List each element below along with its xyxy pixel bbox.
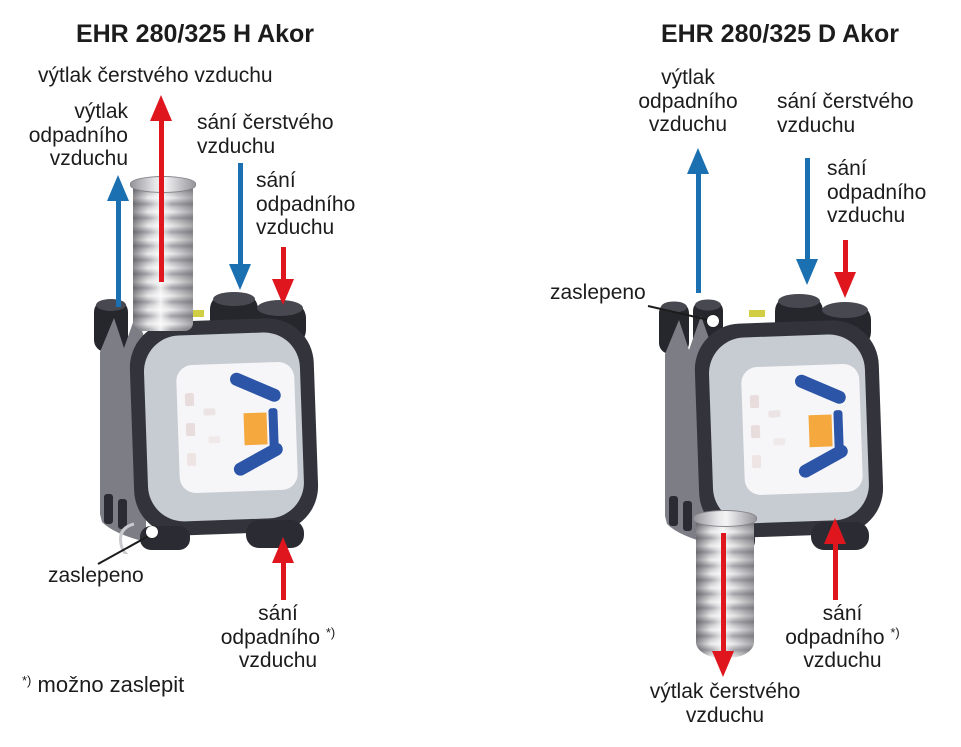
- unit-h-title: EHR 280/325 H Akor: [75, 20, 315, 48]
- arrow-shaft: [237, 163, 243, 268]
- fresh-air-intake-arrow-h: [229, 163, 251, 290]
- label-line: vzduchu: [803, 649, 882, 673]
- footnote-mark: *): [22, 673, 32, 688]
- label-waste-air-discharge-d: výtlak odpadního vzduchu: [623, 66, 753, 137]
- side-slot: [669, 496, 678, 526]
- label-line: výtlak: [74, 100, 128, 123]
- arrow-shaft: [115, 197, 121, 307]
- label-line: odpadního: [827, 180, 927, 204]
- orange-sticker: [808, 414, 833, 448]
- arrowhead: [834, 272, 856, 298]
- label-waste-air-intake-h: sání odpadního vzduchu: [256, 169, 355, 240]
- wire-clip: [119, 522, 135, 554]
- unit-body: [694, 320, 884, 538]
- label-fresh-air-intake-d: sání čerstvého vzduchu: [777, 90, 914, 137]
- arrowhead: [796, 259, 818, 285]
- unit-body: [129, 318, 319, 536]
- arrowhead: [150, 95, 172, 121]
- waste-air-discharge-arrow-h: [107, 175, 129, 307]
- arrow-shaft: [832, 540, 838, 600]
- arrow-shaft: [280, 559, 286, 600]
- label-line: výtlak: [661, 66, 715, 89]
- arrow-shaft: [720, 533, 726, 655]
- label-line: vzduchu: [685, 703, 765, 727]
- label-line: sání čerstvého: [197, 111, 334, 134]
- yellow-strip: [749, 310, 765, 317]
- arrowhead: [712, 651, 734, 677]
- footnote-mark: *): [325, 624, 336, 640]
- orange-sticker: [243, 412, 268, 446]
- pipe-collar: [693, 510, 757, 527]
- arrow-shaft: [695, 170, 701, 293]
- side-slot: [683, 501, 692, 531]
- unit-d-title: EHR 280/325 D Akor: [660, 20, 900, 48]
- blue-bar-mid: [268, 408, 279, 449]
- blue-bar-mid: [833, 410, 844, 451]
- label-blanked-d: zaslepeno: [550, 281, 646, 304]
- label-line: odpadního: [28, 123, 128, 147]
- waste-air-discharge-arrow-d: [687, 148, 709, 293]
- arrow-shaft: [804, 158, 810, 263]
- fresh-air-intake-arrow-d: [796, 158, 818, 285]
- side-slot: [118, 499, 127, 529]
- label-waste-air-discharge-h: výtlak odpadního vzduchu: [0, 100, 128, 171]
- label-waste-air-intake-optional-d: sání odpadního *) vzduchu: [770, 602, 915, 673]
- unit-d-illustration: [659, 294, 884, 552]
- unit-h-illustration: [94, 292, 319, 554]
- front-panel: [741, 364, 863, 495]
- label-line: odpadního: [638, 89, 738, 113]
- label-line: vzduchu: [49, 147, 128, 171]
- label-line: výtlak čerstvého: [649, 680, 801, 703]
- label-fresh-air-discharge-d: výtlak čerstvého vzduchu: [645, 680, 805, 727]
- label-line: sání: [827, 157, 867, 180]
- label-blanked-h: zaslepeno: [48, 564, 144, 587]
- arrowhead: [824, 518, 846, 544]
- label-line: sání: [822, 602, 863, 625]
- fresh-air-discharge-arrow-d: [712, 533, 734, 677]
- label-line: sání: [258, 602, 298, 625]
- label-line: odpadního *): [220, 624, 336, 649]
- waste-air-intake-optional-arrow-h: [272, 537, 294, 600]
- blue-bar-bottom: [798, 444, 848, 478]
- label-line: sání čerstvého: [777, 90, 914, 113]
- arrowhead: [272, 279, 294, 305]
- waste-air-intake-arrow-d: [834, 240, 856, 298]
- label-line: odpadního: [256, 192, 356, 216]
- label-waste-air-intake-d: sání odpadního vzduchu: [827, 157, 926, 228]
- label-line: vzduchu: [256, 216, 335, 240]
- arrow-shaft: [158, 117, 164, 282]
- blue-bar-top: [795, 374, 846, 404]
- arrowhead: [107, 175, 129, 201]
- arrow-shaft: [842, 240, 848, 276]
- label-line: vzduchu: [827, 204, 906, 228]
- blue-bar-bottom: [233, 442, 283, 476]
- arrowhead: [687, 148, 709, 174]
- label-line: vzduchu: [238, 649, 318, 673]
- label-line: sání: [256, 169, 296, 192]
- callout-dot-h: [146, 526, 158, 538]
- waste-air-intake-optional-arrow-d: [824, 518, 846, 600]
- footnote: *) možno zaslepit: [22, 672, 185, 698]
- arrowhead: [229, 264, 251, 290]
- label-line: odpadního *): [785, 624, 900, 649]
- side-slot: [104, 494, 113, 524]
- yellow-strip: [188, 310, 204, 317]
- label-fresh-air-discharge-h: výtlak čerstvého vzduchu: [38, 64, 273, 87]
- waste-air-intake-arrow-h: [272, 247, 294, 305]
- footnote-text: možno zaslepit: [37, 672, 185, 697]
- label-line: vzduchu: [197, 134, 276, 158]
- front-panel: [176, 362, 298, 493]
- arrow-shaft: [280, 247, 286, 283]
- label-line: vzduchu: [777, 113, 856, 137]
- callout-dot-d: [707, 315, 719, 327]
- label-line: vzduchu: [648, 113, 728, 137]
- blue-bar-top: [230, 372, 281, 402]
- label-fresh-air-intake-h: sání čerstvého vzduchu: [197, 111, 334, 158]
- footnote-mark: *): [890, 624, 900, 640]
- arrowhead: [272, 537, 294, 563]
- fresh-air-discharge-arrow-h: [150, 95, 172, 282]
- label-waste-air-intake-optional-h: sání odpadního *) vzduchu: [208, 602, 348, 673]
